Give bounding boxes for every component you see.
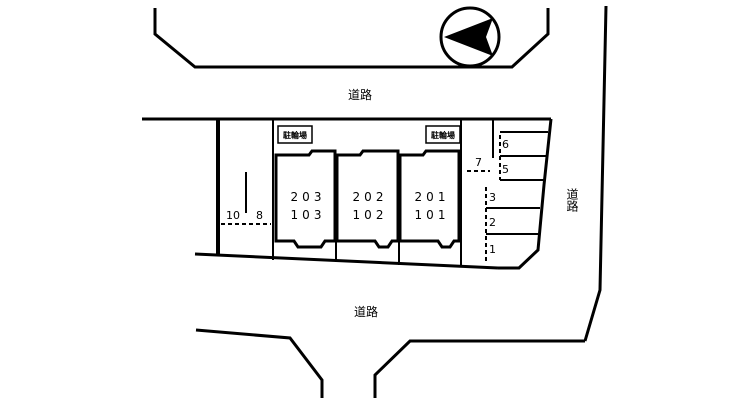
unit-right-upper-number: 201: [415, 190, 450, 204]
parking-slot-3-label: 3: [489, 191, 496, 204]
bicycle-parking-left-label: 駐輪場: [283, 130, 307, 140]
lower-left-plot-boundary: [195, 328, 324, 398]
parking-slot-2-label: 2: [489, 216, 496, 229]
site-right-boundary: [498, 118, 553, 270]
site-bottom-boundary: [194, 252, 499, 270]
unit-left-upper-number: 203: [291, 190, 326, 204]
parking-slot-5-label: 5: [502, 163, 509, 176]
unit-middle-upper-number: 202: [353, 190, 388, 204]
parking-slot-8-label: 8: [256, 209, 263, 222]
bicycle-parking-right-label: 駐輪場: [431, 130, 455, 140]
bicycle-parking-right-box: [425, 125, 461, 144]
parking-slot-1-label: 1: [489, 243, 496, 256]
unit-middle-outline: [335, 149, 400, 249]
unit-right-lower-number: 101: [415, 208, 450, 222]
unit-left-outline: [274, 149, 337, 249]
unit-middle-lower-number: 102: [353, 208, 388, 222]
parking-slot-7-label: 7: [475, 156, 482, 169]
parking-slot-10-label: 10: [226, 209, 240, 222]
road-bottom-label: 道路: [354, 304, 378, 319]
bicycle-parking-left-box: [277, 125, 313, 144]
unit-right-outline: [398, 149, 461, 249]
road-right-label: 道路: [565, 188, 579, 213]
parking-slot-6-label: 6: [502, 138, 509, 151]
road-top-label: 道路: [348, 87, 372, 102]
north-arrow-icon: [439, 6, 501, 68]
right-road-edge: [583, 5, 608, 342]
unit-left-lower-number: 103: [291, 208, 326, 222]
lower-right-plot-boundary: [373, 339, 585, 398]
upper-plot-boundary: [153, 8, 550, 69]
